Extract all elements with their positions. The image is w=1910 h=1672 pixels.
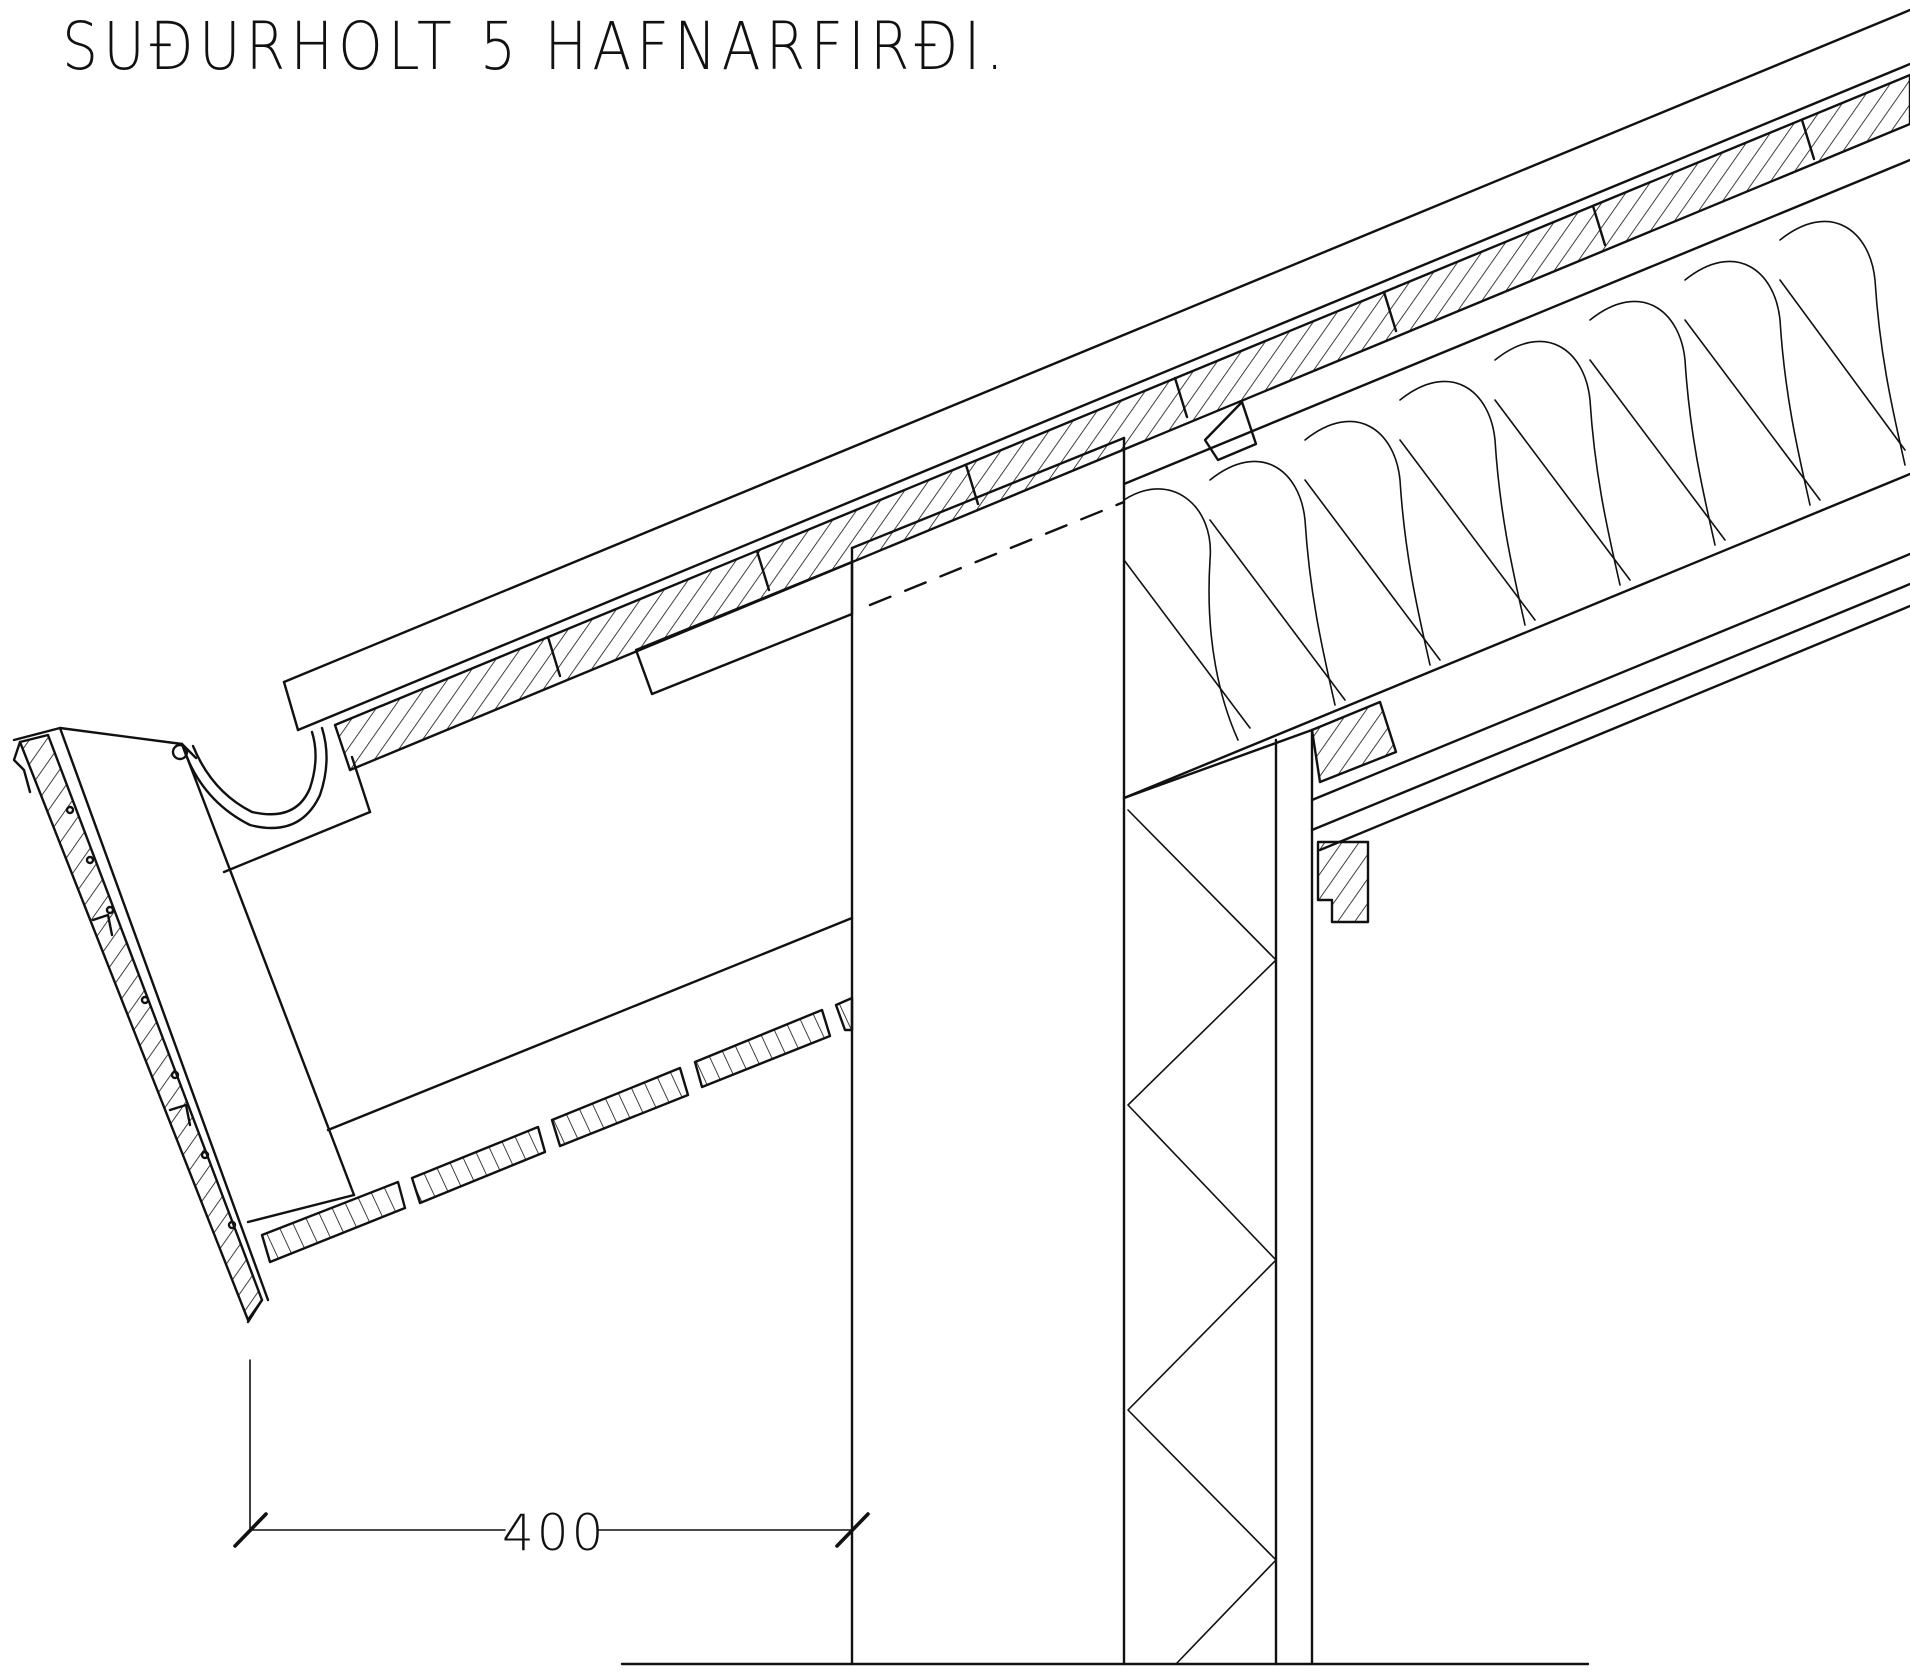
hidden-line bbox=[868, 500, 1126, 607]
rafter-end bbox=[180, 742, 854, 1224]
wall-insulation bbox=[1127, 809, 1277, 1665]
dimension-label: 400 bbox=[502, 1504, 606, 1562]
drawing-title: SUÐURHOLT 5 HAFNARFIRÐI. bbox=[62, 8, 1009, 85]
soffit-boards bbox=[260, 996, 854, 1264]
gutter bbox=[171, 726, 328, 830]
roof-covering bbox=[282, 8, 1910, 732]
roof-insulation bbox=[1122, 158, 1910, 800]
dimension-line bbox=[233, 1359, 870, 1548]
wall-stud bbox=[850, 436, 1126, 1666]
ceiling-block bbox=[1122, 552, 1910, 1666]
fascia-board bbox=[12, 726, 270, 1324]
top-plate-board bbox=[1203, 400, 1258, 462]
roof-sheathing bbox=[333, 73, 1910, 772]
